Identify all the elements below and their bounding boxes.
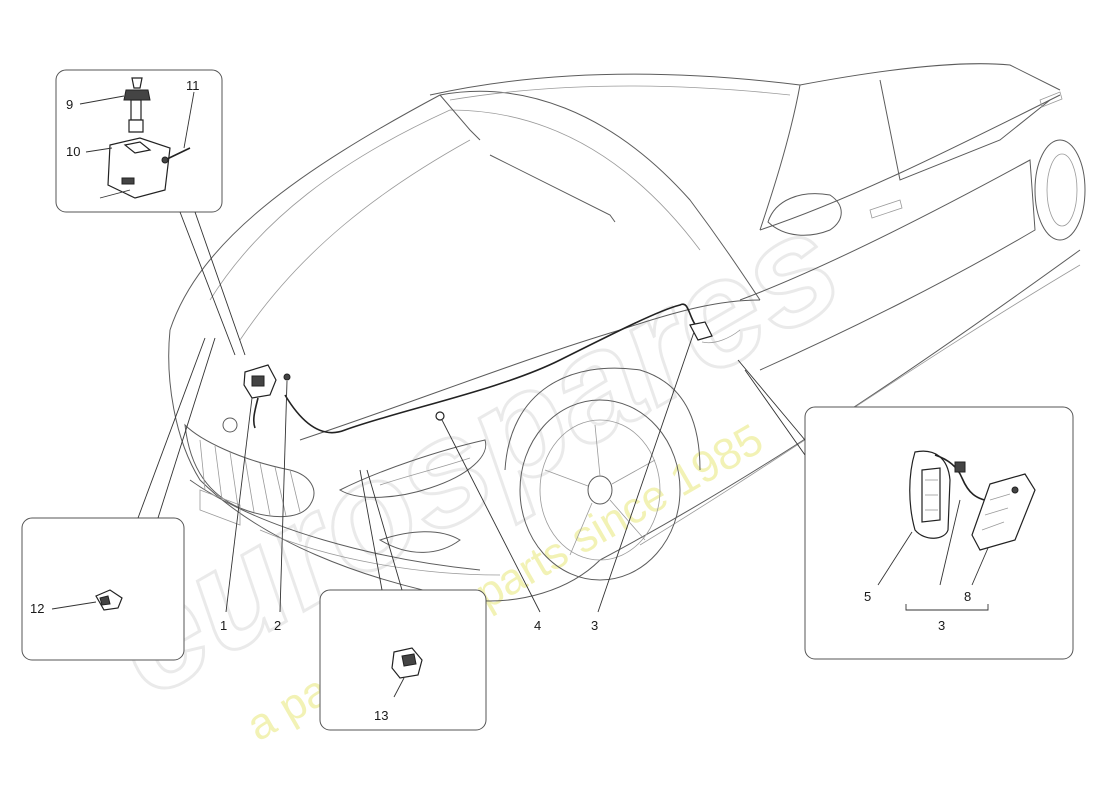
callout-4: 4 xyxy=(534,618,541,633)
callout-3: 3 xyxy=(591,618,598,633)
bumper-lower xyxy=(259,529,501,576)
front-face xyxy=(168,329,601,602)
door-mirror xyxy=(767,193,842,236)
wheel-arch xyxy=(504,367,701,471)
headlight xyxy=(338,439,487,498)
windshield xyxy=(429,73,801,231)
door-handle xyxy=(869,199,903,219)
push-pin xyxy=(161,147,191,164)
main-leaders xyxy=(225,331,695,613)
fender-line xyxy=(299,299,761,441)
hood-crease-2 xyxy=(239,139,471,341)
callout-1: 1 xyxy=(220,618,227,633)
cable-clip xyxy=(435,411,445,421)
clip-part-12 xyxy=(95,589,123,611)
bonnet-lock xyxy=(243,364,277,429)
side-upper xyxy=(759,94,1061,231)
grille-bars xyxy=(199,439,301,517)
callout-5: 5 xyxy=(864,589,871,604)
callout-11: 11 xyxy=(186,78,200,93)
badge xyxy=(222,417,238,433)
windshield-inner xyxy=(449,85,791,101)
rear-wheel xyxy=(1034,139,1086,241)
callout-3-group: 3 xyxy=(938,618,945,633)
callout-10: 10 xyxy=(66,144,80,159)
callout-2: 2 xyxy=(274,618,281,633)
release-handle-on-car xyxy=(689,321,741,344)
licence-plate xyxy=(199,489,241,526)
front-wheel xyxy=(504,367,701,581)
callout-8: 8 xyxy=(964,589,971,604)
lower-intake xyxy=(378,531,461,553)
retainer-part-13 xyxy=(391,647,423,679)
side-window xyxy=(879,79,1051,181)
release-cable xyxy=(284,303,701,434)
group-bracket xyxy=(905,604,989,611)
bumper-line xyxy=(189,479,481,571)
headlight-inner xyxy=(379,457,471,486)
wiper xyxy=(489,154,616,223)
callout-13: 13 xyxy=(374,708,388,723)
door-handle-rear xyxy=(1039,91,1063,108)
callout-9: 9 xyxy=(66,97,73,112)
car-outline xyxy=(168,63,1086,602)
callout-12: 12 xyxy=(30,601,44,616)
bump-stop-bracket xyxy=(99,137,171,199)
door-outline xyxy=(739,159,1036,371)
bolt xyxy=(283,373,291,381)
grille xyxy=(184,423,315,518)
release-handle xyxy=(909,450,951,539)
inset-buffer: 9 10 11 xyxy=(55,69,246,356)
hood-outline xyxy=(169,90,761,331)
wiper-2 xyxy=(439,94,481,141)
bump-stop xyxy=(123,77,151,133)
handle-bezel xyxy=(971,473,1036,551)
roof-line xyxy=(799,63,1061,91)
parts-on-car xyxy=(243,303,741,434)
inset-retainer: 13 xyxy=(319,469,487,731)
hood-crease xyxy=(209,109,701,301)
inset-cable-clip: 12 xyxy=(21,337,216,661)
inset-release-handle: 5 8 3 xyxy=(737,359,1074,660)
